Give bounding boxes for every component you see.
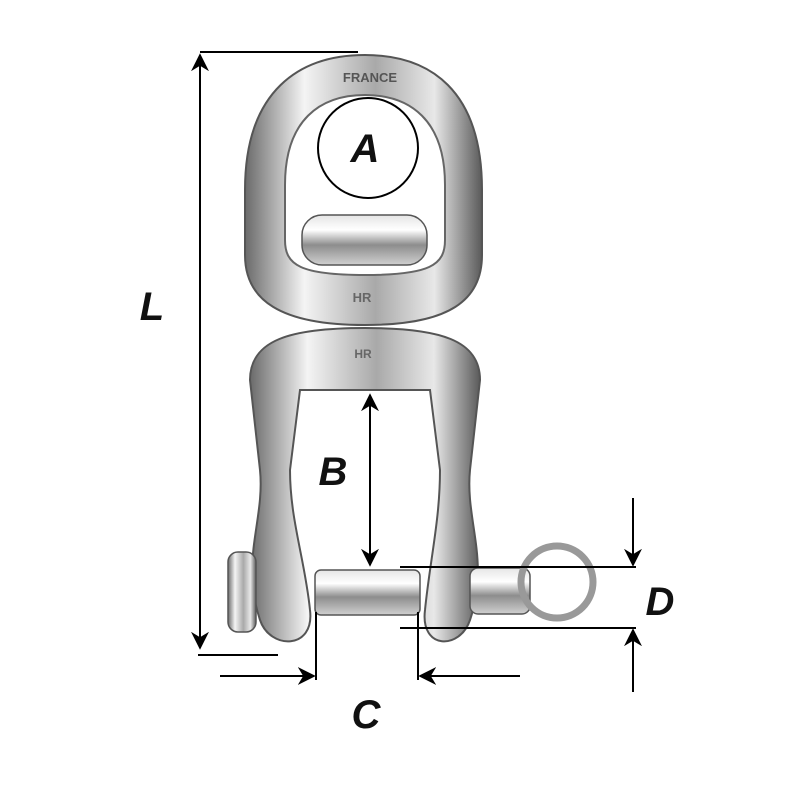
- dimension-a-circle: [317, 97, 419, 199]
- engraving-logo-bottom: HR: [354, 347, 372, 361]
- engraving-france: FRANCE: [343, 70, 397, 85]
- dimension-l: [191, 51, 358, 656]
- shackle-body: HR: [248, 326, 482, 643]
- label-l: L: [140, 285, 164, 329]
- label-a: A: [350, 127, 380, 171]
- dimension-c: [220, 612, 520, 685]
- label-c: C: [352, 693, 382, 737]
- clevis-pin: [227, 551, 531, 633]
- engraving-logo-top: HR: [353, 290, 372, 305]
- label-b: B: [319, 450, 348, 494]
- dimension-d: [400, 498, 642, 692]
- label-d: D: [646, 580, 675, 624]
- split-ring: [517, 542, 597, 622]
- swivel-bearing: [301, 214, 428, 266]
